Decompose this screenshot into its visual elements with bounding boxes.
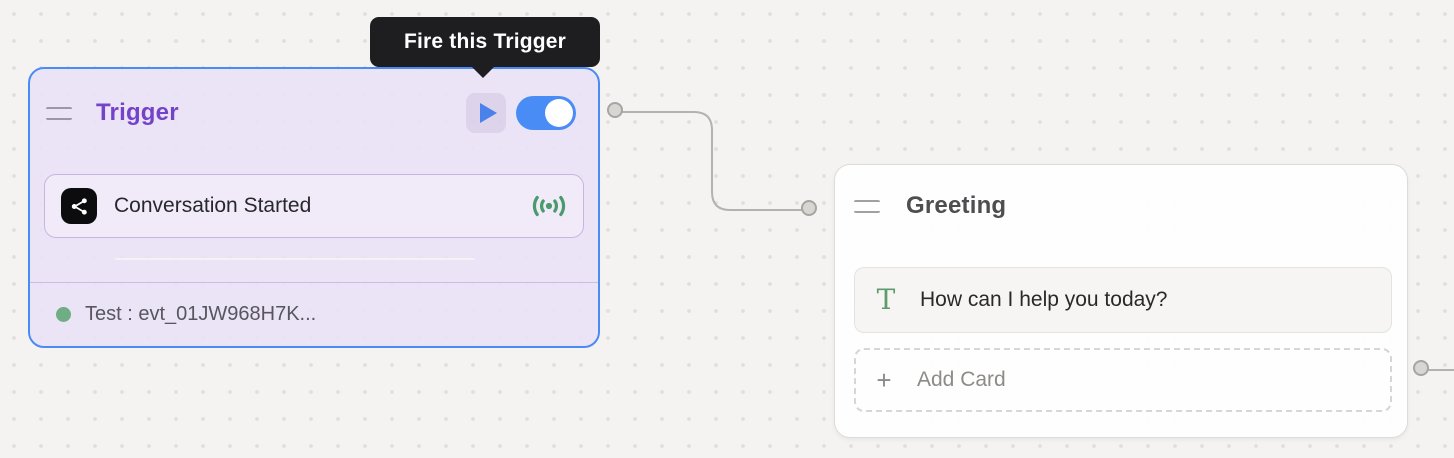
- text-icon: T: [876, 283, 896, 316]
- tooltip: Fire this Trigger: [370, 17, 600, 78]
- tooltip-arrow-icon: [472, 67, 494, 78]
- drag-handle-icon[interactable]: [46, 106, 72, 120]
- conversation-started-card[interactable]: Conversation Started: [44, 174, 584, 238]
- add-card-label: Add Card: [917, 368, 1006, 391]
- event-card-label: Conversation Started: [114, 194, 312, 217]
- trigger-node-title: Trigger: [96, 99, 179, 126]
- trigger-test-footer[interactable]: Test : evt_01JW968H7K...: [30, 282, 598, 346]
- trigger-node[interactable]: Trigger Conversation Started: [28, 67, 600, 348]
- connection-edge-trigger-to-greeting[interactable]: [617, 111, 811, 211]
- text-card-label: How can I help you today?: [920, 288, 1168, 311]
- plus-icon: +: [876, 365, 892, 395]
- port-trigger-output[interactable]: [607, 102, 623, 118]
- add-card-button[interactable]: + Add Card: [854, 348, 1392, 412]
- status-dot-icon: [56, 307, 71, 322]
- drop-hint: [115, 258, 475, 260]
- drag-handle-icon[interactable]: [854, 199, 880, 213]
- trigger-enabled-toggle[interactable]: [516, 96, 576, 130]
- fire-trigger-button[interactable]: [466, 93, 506, 133]
- greeting-node-title: Greeting: [906, 192, 1007, 219]
- greeting-node[interactable]: Greeting T How can I help you today? + A…: [834, 164, 1408, 438]
- trigger-test-label: Test : evt_01JW968H7K...: [85, 303, 317, 325]
- tooltip-label: Fire this Trigger: [403, 30, 567, 53]
- port-greeting-output[interactable]: [1413, 360, 1429, 376]
- share-icon: [61, 188, 97, 224]
- broadcast-icon: [531, 192, 567, 220]
- port-greeting-input[interactable]: [801, 200, 817, 216]
- greeting-node-header: Greeting: [854, 183, 1385, 229]
- trigger-node-header: Trigger: [46, 91, 576, 135]
- toggle-knob: [545, 99, 573, 127]
- text-card[interactable]: T How can I help you today?: [854, 267, 1392, 333]
- play-icon: [479, 103, 497, 123]
